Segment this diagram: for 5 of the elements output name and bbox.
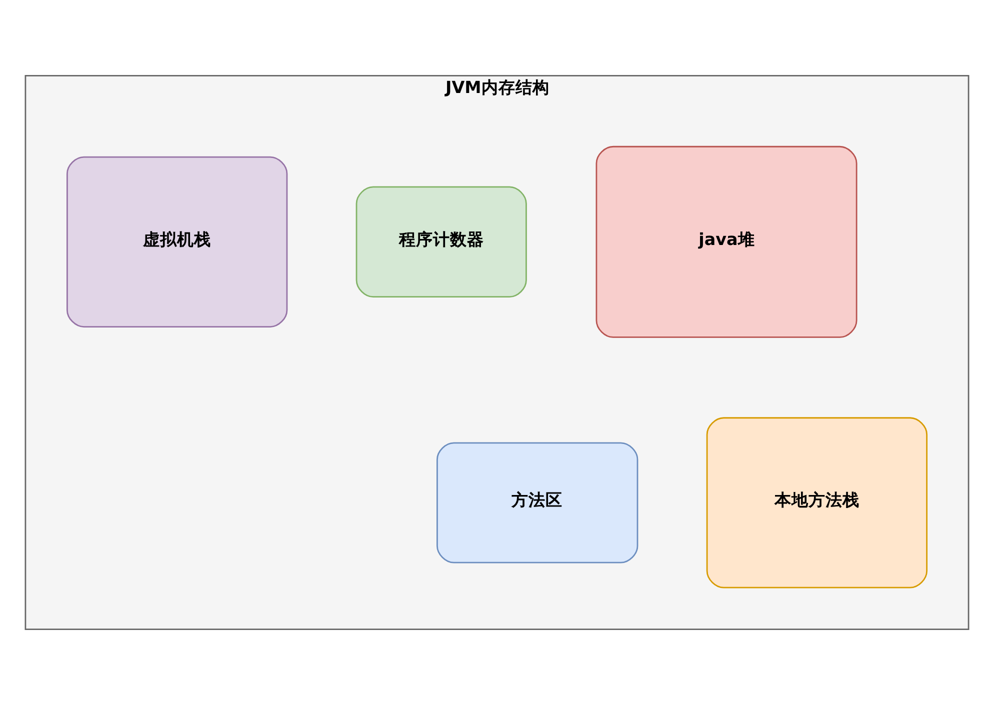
node-box: 程序计数器 — [356, 186, 527, 298]
node-box: java堆 — [596, 146, 858, 338]
node-box: 方法区 — [436, 442, 638, 564]
node-box: 虚拟机栈 — [66, 156, 288, 328]
node-box: 本地方法栈 — [706, 417, 928, 588]
